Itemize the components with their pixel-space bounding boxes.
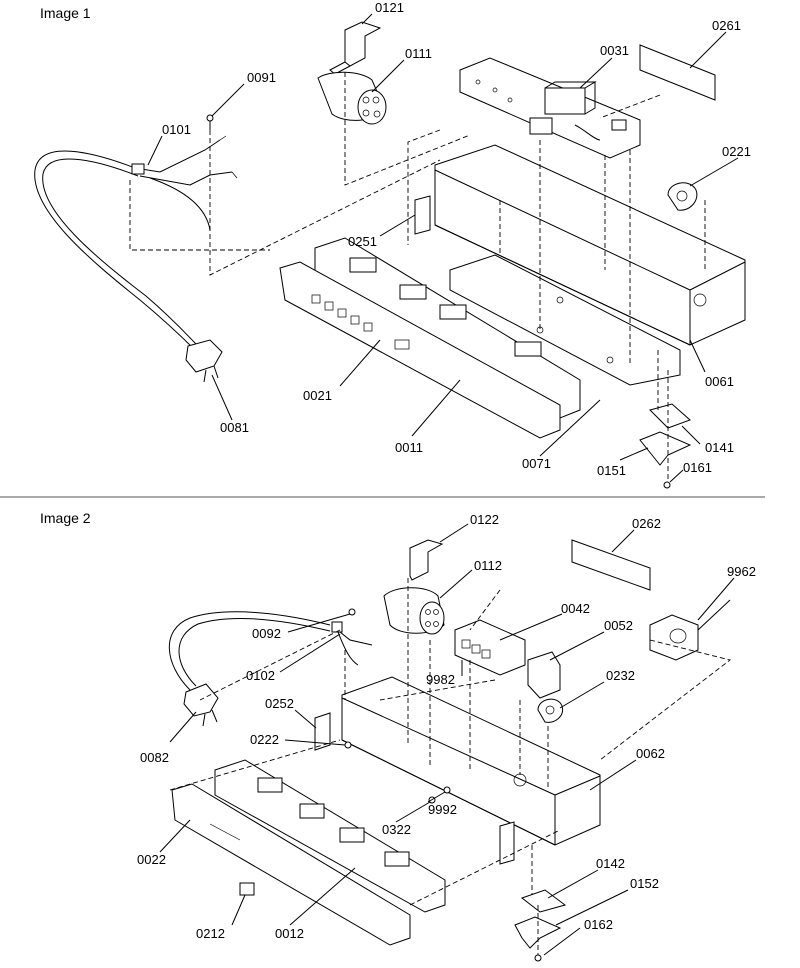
assembly-lines-2	[169, 578, 732, 955]
callout-0221: 0221	[722, 144, 751, 159]
callout-0061: 0061	[705, 374, 734, 389]
callout-0022: 0022	[137, 852, 166, 867]
callout-0161: 0161	[683, 460, 712, 475]
callout-0111: 0111	[405, 46, 432, 61]
bracket-0121	[329, 21, 382, 75]
callout-0091: 0091	[247, 70, 276, 85]
clip-0232	[537, 698, 564, 723]
callout-0162: 0162	[584, 917, 613, 932]
callout-0152: 0152	[630, 876, 659, 891]
front-panel-0022	[171, 783, 411, 946]
label-0252	[314, 712, 331, 751]
screw-9992	[443, 786, 451, 794]
power-cord-1	[34, 150, 223, 383]
component-9962	[649, 599, 731, 661]
callout-0092: 0092	[252, 626, 281, 641]
knob-0212	[239, 882, 255, 896]
callout-0011: 0011	[395, 440, 423, 455]
bracket-0142	[520, 889, 567, 913]
label-0262	[571, 539, 651, 591]
callout-9992: 9992	[428, 802, 457, 817]
callout-0252: 0252	[265, 696, 294, 711]
front-panel-0021	[279, 261, 561, 439]
assembly-lines-1	[129, 72, 706, 480]
wire-harness-2	[331, 621, 373, 666]
callout-0262: 0262	[632, 516, 661, 531]
bottom-plate-0071	[449, 254, 681, 386]
callout-0251: 0251	[348, 234, 377, 249]
callout-0141: 0141	[705, 440, 734, 455]
leader-lines-2	[159, 523, 735, 956]
callout-0012: 0012	[275, 926, 304, 941]
callout-0101: 0101	[162, 122, 191, 137]
callout-0232: 0232	[606, 668, 635, 683]
screw-0162	[534, 954, 542, 962]
control-panel-0012	[214, 759, 446, 913]
callout-0082: 0082	[140, 750, 169, 765]
screw-0091	[206, 114, 214, 130]
callout-0122: 0122	[470, 512, 499, 527]
callout-9982: 9982	[426, 672, 455, 687]
clip-0221	[667, 182, 698, 211]
chassis-0062	[341, 676, 601, 846]
callout-0322: 0322	[382, 822, 411, 837]
bracket-0122	[409, 539, 444, 581]
panel-1-title: Image 1	[40, 5, 91, 21]
callout-0112: 0112	[474, 558, 502, 573]
leader-lines-1	[147, 13, 739, 483]
callout-0222: 0222	[250, 732, 279, 747]
callout-0081: 0081	[220, 420, 249, 435]
wire-harness-1	[131, 135, 238, 231]
label-0261	[639, 44, 716, 101]
screw-0222	[344, 741, 352, 749]
chassis-0061	[434, 144, 746, 346]
callout-0142: 0142	[596, 856, 625, 871]
relay-0052	[527, 651, 561, 699]
terminal-block-0042	[454, 619, 526, 676]
callout-0062: 0062	[636, 746, 665, 761]
callout-0212: 0212	[196, 926, 225, 941]
callout-0102: 0102	[246, 668, 275, 683]
callout-0042: 0042	[561, 601, 590, 616]
callout-0052: 0052	[604, 618, 633, 633]
capacitor-0111	[317, 71, 387, 125]
label-rear-2	[499, 821, 515, 865]
panel-2-title: Image 2	[40, 510, 91, 526]
screw-0092	[348, 608, 356, 616]
callout-0261: 0261	[712, 18, 741, 33]
callout-0121: 0121	[375, 0, 404, 15]
bracket-0141	[649, 403, 691, 429]
label-0251	[414, 195, 431, 235]
callout-0151: 0151	[597, 463, 626, 478]
callout-0021: 0021	[303, 388, 332, 403]
callout-0031: 0031	[600, 43, 629, 58]
capacitor-0112	[383, 587, 445, 635]
callout-0071: 0071	[522, 456, 551, 471]
switch-0152	[514, 916, 562, 949]
callout-9962: 9962	[727, 564, 756, 579]
screw-0161	[663, 481, 671, 489]
control-board-0031	[459, 57, 641, 159]
